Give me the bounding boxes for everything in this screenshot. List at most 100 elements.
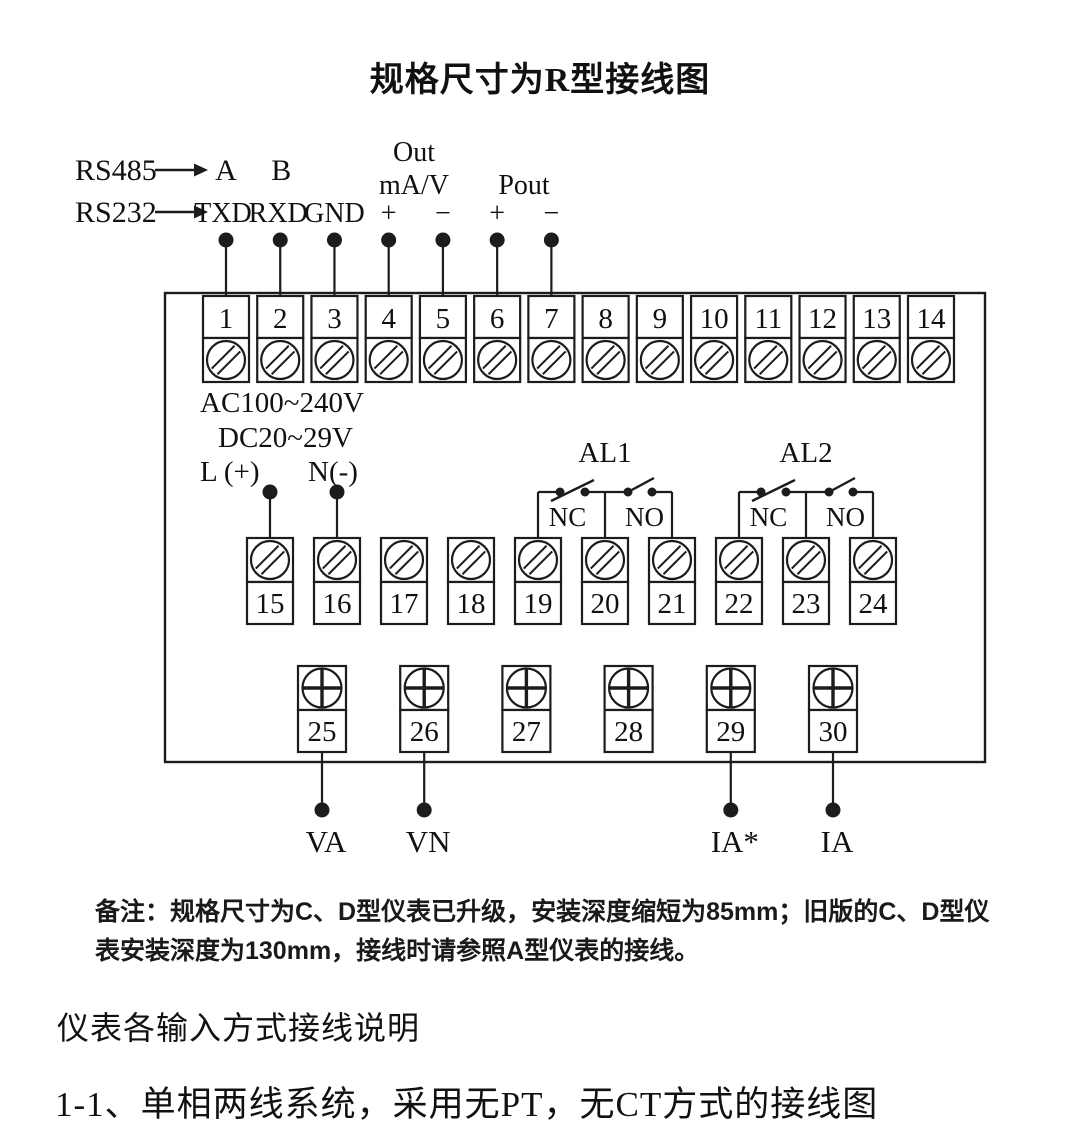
diagram-label: TXD [194,198,252,229]
slot-screw-icon [693,339,735,381]
slot-screw-icon [852,539,894,581]
slot-screw-icon [249,539,291,581]
terminal-box [513,580,563,626]
slot-screw-icon [921,350,946,375]
junction-dot [218,232,234,248]
slot-screw-icon [916,345,941,370]
terminal-box [635,294,684,340]
terminal-box [473,294,522,340]
diagram-label: − [435,198,451,229]
diagram-label: GND [304,198,365,229]
slot-screw-icon [456,545,481,570]
diagram-label: − [543,198,559,229]
slot-screw-icon [477,339,518,381]
signal-label: VN [406,824,451,859]
terminal-number: 13 [862,303,891,335]
terminal-box [647,580,697,626]
terminal-box [603,708,654,754]
nc-label: NC [549,502,587,532]
slot-screw-icon [373,345,398,370]
terminal-number: 22 [725,588,754,620]
slot-screw-icon [314,339,355,381]
slot-screw-icon [858,545,883,570]
contact-dot [848,487,858,497]
terminal-box [580,580,630,626]
arrow-icon [194,205,208,219]
slot-screw-icon [260,339,301,381]
terminal-number: 2 [273,303,288,335]
terminal-box [446,580,496,626]
slot-screw-icon [867,350,892,375]
terminal-number: 18 [457,588,486,620]
signal-label: IA* [711,824,759,859]
terminal-number: 9 [653,303,668,335]
terminal-number: 5 [436,303,451,335]
junction-dot [272,232,288,248]
rs485-label: RS485 [75,154,157,187]
subsection-heading: 1-1、单相两线系统，采用无PT，无CT方式的接线图 [55,1085,879,1124]
terminal-number: 8 [598,303,613,335]
slot-screw-icon [585,339,626,381]
nc-contact-arm [751,478,796,503]
terminal-number: 24 [859,588,889,620]
terminal-number: 16 [323,588,352,620]
slot-screw-icon [729,550,754,575]
slot-screw-icon [724,545,749,570]
enclosure-outline [163,291,987,764]
out-unit-label: mA/V [379,170,449,201]
slot-screw-icon [584,539,626,581]
terminal-number: 19 [524,588,553,620]
slot-screw-icon [657,545,682,570]
terminal-box [781,580,831,626]
slot-screw-icon [704,350,730,375]
slot-screw-icon [759,350,784,375]
junction-dot [825,802,841,818]
diagram-title: 规格尺寸为R型接线图 [369,62,711,99]
terminal-number: 20 [591,588,620,620]
terminal-number: 25 [308,716,337,748]
junction-dot [435,232,451,248]
terminal-number: 29 [716,716,745,748]
slot-screw-icon [461,550,486,575]
slot-screw-icon [807,345,832,370]
slot-screw-icon [450,539,492,581]
slot-screw-icon [813,350,838,375]
slot-screw-icon [270,350,296,375]
slot-screw-icon [422,339,464,381]
slot-screw-icon [590,345,615,370]
slot-screw-icon [205,339,247,381]
power-ac-label: AC100~240V [200,387,364,419]
terminal-number: 15 [256,588,285,620]
slot-screw-icon [319,345,344,370]
junction-dot [381,232,397,248]
terminal-box [848,580,898,626]
slot-screw-icon [536,345,561,370]
slot-screw-icon [327,550,352,575]
diagram-label: + [381,198,397,229]
terminal-number: 3 [327,303,342,335]
slot-screw-icon [528,550,553,575]
slot-screw-icon [482,345,507,370]
slot-screw-icon [389,545,414,570]
slot-screw-icon [487,350,513,375]
slot-screw-icon [265,345,290,370]
contact-dot [647,487,657,497]
terminal-box [418,294,468,340]
section-heading: 仪表各输入方式接线说明 [57,1010,421,1046]
terminal-box [245,580,295,626]
slot-screw-icon [861,345,887,370]
terminal-number: 12 [808,303,837,335]
terminal-box [501,708,552,754]
terminal-number: 11 [754,303,782,335]
slot-screw-icon [427,345,453,370]
signal-label: IA [821,824,854,859]
terminal-box [296,708,348,754]
terminal-number: 23 [792,588,821,620]
rs232-label: RS232 [75,196,157,229]
slot-screw-icon [791,545,816,570]
slot-screw-icon [748,339,789,381]
terminal-box [256,294,305,340]
terminal-number: 14 [916,303,946,335]
alarm-label: AL2 [779,437,832,469]
